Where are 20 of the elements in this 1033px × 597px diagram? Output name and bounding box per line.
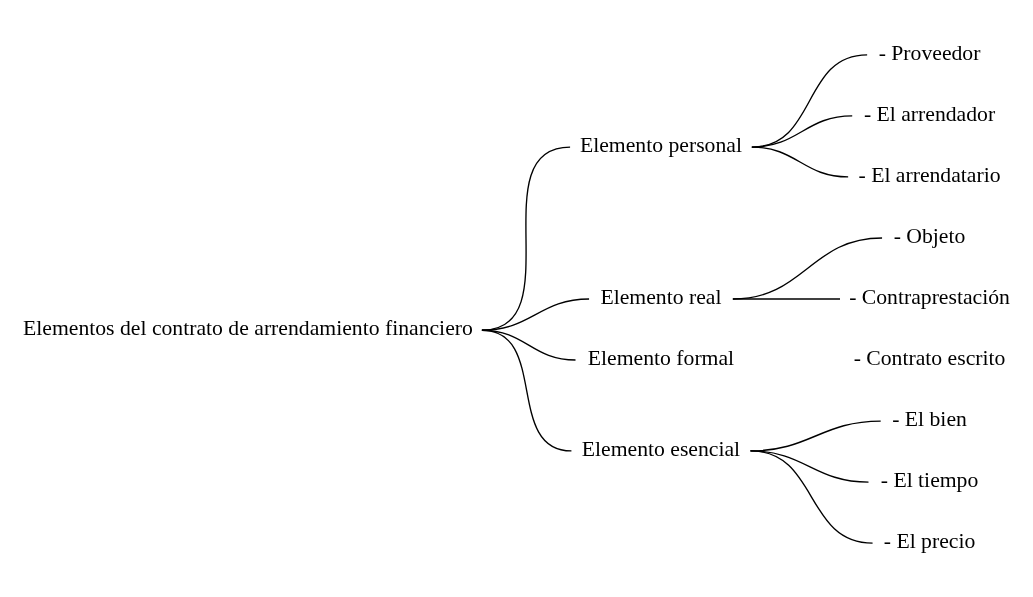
node-text: - El arrendatario — [858, 162, 1001, 187]
node-text: - El tiempo — [880, 467, 979, 492]
connector — [481, 329, 573, 452]
node-text: - El arrendador — [863, 101, 996, 126]
node-text: - Objeto — [893, 223, 966, 248]
node-text: Elemento formal — [587, 345, 735, 370]
connector — [751, 145, 849, 178]
node-text: - Proveedor — [878, 40, 981, 65]
node-text: Elemento esencial — [581, 436, 741, 461]
node-text: Elemento real — [600, 284, 722, 309]
node-text: - El bien — [892, 406, 967, 431]
node-text: - Contrato escrito — [853, 345, 1006, 370]
connector — [481, 297, 590, 331]
node-text: Elemento personal — [579, 132, 742, 157]
node-text: - Contraprestación — [849, 284, 1010, 309]
node-text: Elementos del contrato de arrendamiento financiero — [23, 315, 473, 340]
node-text: - El precio — [883, 528, 976, 553]
connector — [732, 297, 841, 300]
connector — [749, 449, 874, 544]
connector — [732, 236, 883, 300]
